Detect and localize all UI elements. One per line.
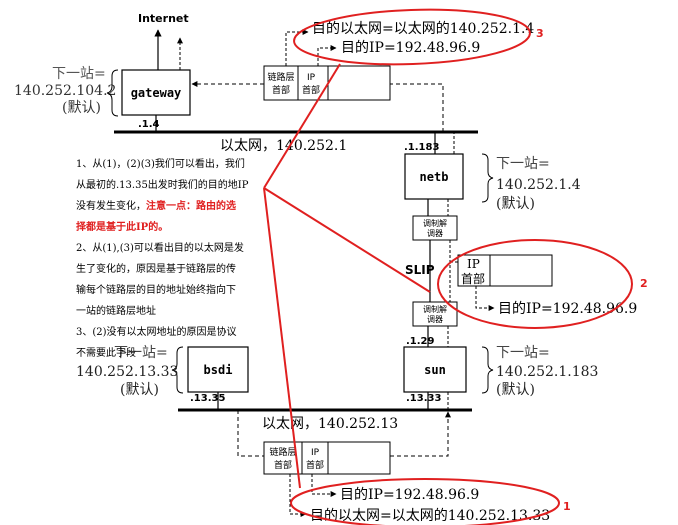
note-line-5: 2、从(1),(3)可以看出目的以太网是发	[76, 241, 244, 254]
top-payload	[327, 65, 391, 101]
red-line-to-top	[263, 63, 341, 189]
top-link-header-line1: 链路层	[267, 71, 294, 83]
note-line-4-prefix: 择	[76, 220, 87, 233]
slip-ip-header-line2: 首部	[461, 271, 485, 286]
notes-block: 1、从(1)，(2)(3)我们可以看出，我们 从最初的.13.35出发时我们的目…	[76, 157, 249, 359]
red-ellipse-bottom	[290, 478, 560, 525]
modem-top	[412, 215, 458, 241]
note-line-3: 没有发生变化，注意一点：路由的选	[76, 199, 236, 212]
modem-bottom-line2: 调器	[427, 315, 443, 324]
bsdi-nexthop-addr: 140.252.13.33	[76, 364, 178, 380]
netb-box[interactable]	[404, 153, 464, 200]
ethernet-top-label: 以太网，140.252.1	[220, 138, 347, 154]
red-line-to-slip	[263, 187, 431, 293]
slip-dest-ip-arrow	[475, 286, 495, 311]
top-marker: 3	[536, 27, 544, 40]
sun-brace	[481, 346, 494, 394]
sun-nexthop-addr: 140.252.1.183	[496, 364, 598, 380]
sun-box[interactable]	[403, 346, 467, 393]
note-line-4: 择都是基于此IP的。	[76, 220, 168, 233]
slip-marker: 2	[640, 277, 648, 290]
note-line-10: 不需要此字段	[76, 346, 136, 359]
top-ip-header-line2: 首部	[302, 84, 320, 96]
bottom-flow-from-bsdi	[237, 410, 264, 457]
gateway-nexthop-title: 下一站=	[52, 66, 106, 82]
bottom-payload	[327, 441, 391, 475]
sun-nexthop-title: 下一站=	[496, 345, 550, 361]
slip-dest-ip: 目的IP=192.48.96.9	[498, 301, 637, 317]
netb-nexthop-addr: 140.252.1.4	[496, 177, 581, 193]
note-line-6: 生了变化的，原因是基于链路层的传	[76, 262, 236, 275]
top-ip-header-line1: IP	[307, 73, 316, 83]
bsdi-nexthop-default: (默认)	[120, 382, 159, 398]
bottom-dest-eth: 目的以太网=以太网的140.252.13.33	[310, 508, 550, 524]
bottom-marker: 1	[563, 500, 571, 513]
gateway-box[interactable]	[121, 69, 191, 116]
red-annotations	[263, 8, 633, 525]
sun-nexthop-default: (默认)	[496, 382, 535, 398]
note-line-1: 1、从(1)，(2)(3)我们可以看出，我们	[76, 157, 245, 170]
top-dest-ip-arrow	[317, 45, 337, 66]
note-line-7: 输每个链路层的目的地址始终指向下	[76, 283, 236, 296]
note-line-9: 3、(2)没有以太网地址的原因是协议	[76, 325, 237, 338]
sun-port-bottom: .13.33	[406, 393, 441, 404]
bottom-dest-ip-arrow	[311, 474, 337, 497]
internet-label: Internet	[138, 12, 189, 25]
note-line-4-rest: 都是基于此IP的。	[85, 220, 168, 233]
bottom-dest-ip: 目的IP=192.48.96.9	[340, 487, 479, 503]
top-dest-ip: 目的IP=192.48.96.9	[341, 40, 480, 56]
red-line-to-bottom	[263, 187, 301, 489]
top-dest-eth-arrow	[285, 29, 309, 66]
slip-ip-header-line1: IP	[467, 257, 480, 271]
gateway-nexthop-addr: 140.252.104.2	[14, 83, 116, 99]
note-line-3-red: 注意一点：路由的选	[146, 199, 236, 212]
sun-port-top: .1.29	[406, 336, 435, 347]
bottom-link-header-line1: 链路层	[269, 446, 296, 458]
note-line-2: 从最初的.13.35出发时我们的目的地IP	[76, 178, 249, 191]
bottom-flow-to-sun	[390, 411, 451, 457]
red-ellipse-slip	[437, 239, 633, 329]
slip-label: SLIP	[405, 263, 435, 277]
gateway-nexthop-default: (默认)	[62, 100, 101, 116]
slip-payload	[489, 254, 553, 287]
netb-port: .1.183	[404, 142, 439, 153]
bsdi-nexthop-title: 下一站=	[114, 345, 168, 361]
modem-top-line2: 调器	[427, 229, 443, 238]
top-link-header-line2: 首部	[272, 84, 290, 96]
bsdi-brace	[171, 346, 184, 394]
bsdi-port: .13.35	[190, 393, 225, 404]
slip-ip-header	[457, 254, 491, 287]
top-dest-eth: 目的以太网=以太网的140.252.1.4	[312, 21, 534, 37]
gateway-port: .1.4	[138, 119, 160, 130]
bottom-link-header-line2: 首部	[274, 459, 292, 471]
bottom-ip-header-line1: IP	[311, 448, 320, 458]
bottom-dest-eth-arrow	[289, 474, 307, 517]
top-flow-path	[390, 83, 444, 132]
modem-top-line1: 调制解	[423, 218, 447, 228]
bsdi-label: bsdi	[204, 363, 233, 377]
modem-bottom-line1: 调制解	[423, 304, 447, 314]
netb-nexthop-default: (默认)	[496, 196, 535, 212]
note-line-3-black: 没有发生变化，	[76, 199, 146, 212]
netb-label: netb	[420, 170, 449, 184]
note-line-8: 一站的链路层地址	[76, 304, 156, 317]
top-link-header	[263, 65, 299, 101]
bottom-ip-header-line2: 首部	[306, 459, 324, 471]
gateway-brace	[106, 69, 119, 117]
red-ellipse-top	[293, 8, 531, 66]
gateway-label: gateway	[131, 86, 182, 100]
ethernet-bottom-label: 以太网，140.252.13	[262, 416, 398, 432]
netb-nexthop-title: 下一站=	[496, 156, 550, 172]
netb-brace	[481, 153, 494, 203]
sun-label: sun	[424, 363, 446, 377]
